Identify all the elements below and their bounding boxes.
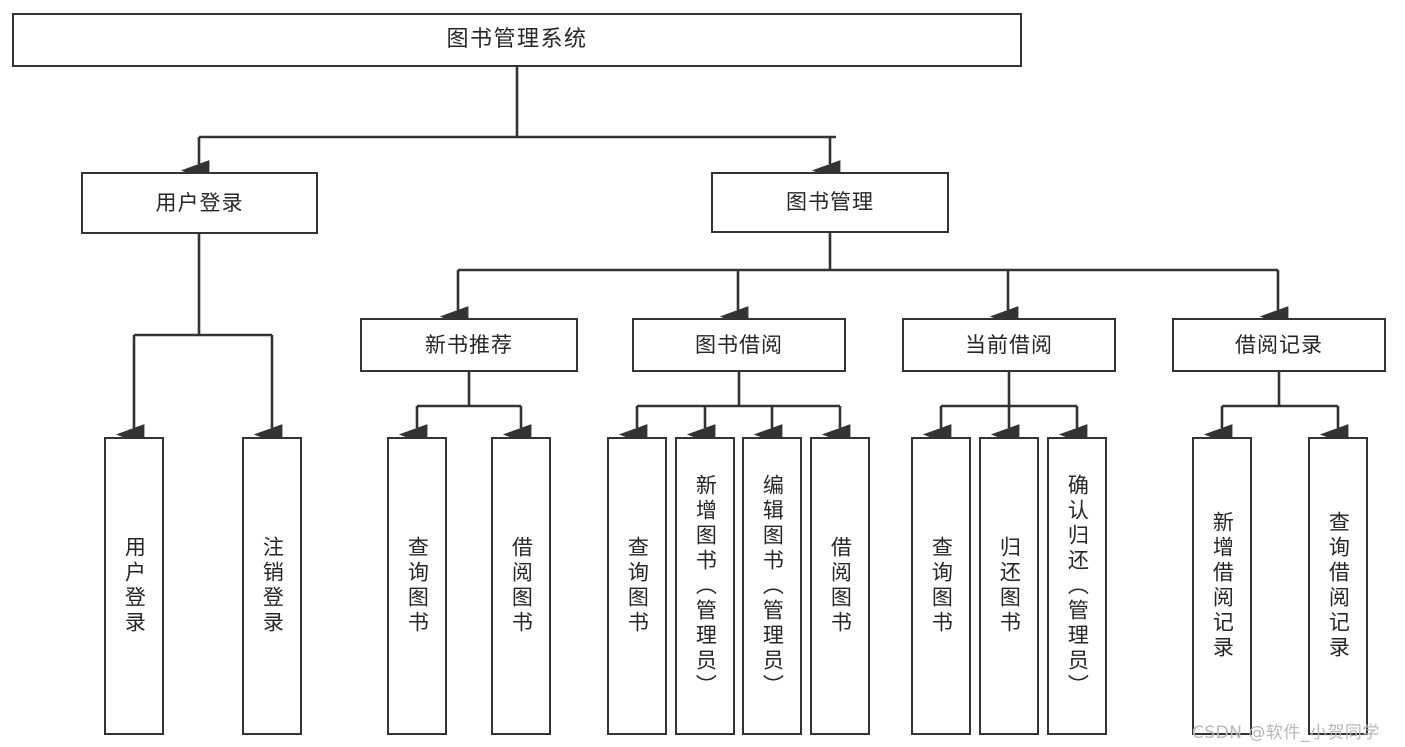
leaf-user-login-login-label: 用户登录 bbox=[122, 536, 147, 636]
node-borrow-record[interactable]: 借阅记录 bbox=[1172, 318, 1386, 372]
leaf-borrow-record-add[interactable]: 新增借阅记录 bbox=[1192, 437, 1252, 735]
leaf-current-borrow-return-label: 归还图书 bbox=[997, 536, 1022, 636]
leaf-book-borrow-edit[interactable]: 编辑图书（管理员） bbox=[742, 437, 802, 735]
node-new-book-recommend[interactable]: 新书推荐 bbox=[360, 318, 578, 372]
node-current-borrow[interactable]: 当前借阅 bbox=[902, 318, 1116, 372]
watermark-text: CSDN @软件_小贺同学 bbox=[1192, 723, 1380, 743]
leaf-current-borrow-query[interactable]: 查询图书 bbox=[911, 437, 971, 735]
leaf-current-borrow-return[interactable]: 归还图书 bbox=[979, 437, 1039, 735]
node-borrow-record-label: 借阅记录 bbox=[1235, 332, 1323, 357]
leaf-new-book-query[interactable]: 查询图书 bbox=[387, 437, 447, 735]
leaf-user-login-logout[interactable]: 注销登录 bbox=[242, 437, 302, 735]
leaf-current-borrow-confirm-label: 确认归还（管理员） bbox=[1065, 473, 1090, 699]
node-book-borrow[interactable]: 图书借阅 bbox=[632, 318, 846, 372]
leaf-book-borrow-query-label: 查询图书 bbox=[625, 536, 650, 636]
node-book-borrow-label: 图书借阅 bbox=[695, 332, 783, 357]
leaf-book-borrow-borrow-label: 借阅图书 bbox=[828, 536, 853, 636]
leaf-current-borrow-query-label: 查询图书 bbox=[929, 536, 954, 636]
node-user-login[interactable]: 用户登录 bbox=[81, 172, 318, 234]
node-book-management-label: 图书管理 bbox=[786, 190, 874, 215]
leaf-new-book-borrow-label: 借阅图书 bbox=[509, 536, 534, 636]
leaf-borrow-record-add-label: 新增借阅记录 bbox=[1210, 511, 1235, 661]
node-root-label: 图书管理系统 bbox=[446, 27, 588, 53]
node-current-borrow-label: 当前借阅 bbox=[965, 332, 1053, 357]
node-user-login-label: 用户登录 bbox=[155, 190, 244, 215]
leaf-book-borrow-query[interactable]: 查询图书 bbox=[607, 437, 667, 735]
leaf-book-borrow-borrow[interactable]: 借阅图书 bbox=[810, 437, 870, 735]
leaf-book-borrow-add[interactable]: 新增图书（管理员） bbox=[675, 437, 735, 735]
leaf-user-login-login[interactable]: 用户登录 bbox=[104, 437, 164, 735]
leaf-book-borrow-add-label: 新增图书（管理员） bbox=[693, 473, 718, 699]
leaf-book-borrow-edit-label: 编辑图书（管理员） bbox=[760, 473, 785, 699]
leaf-borrow-record-query[interactable]: 查询借阅记录 bbox=[1308, 437, 1368, 735]
leaf-new-book-borrow[interactable]: 借阅图书 bbox=[491, 437, 551, 735]
node-book-management[interactable]: 图书管理 bbox=[711, 172, 949, 233]
node-root[interactable]: 图书管理系统 bbox=[12, 13, 1022, 67]
leaf-current-borrow-confirm[interactable]: 确认归还（管理员） bbox=[1047, 437, 1107, 735]
leaf-user-login-logout-label: 注销登录 bbox=[260, 536, 285, 636]
node-new-book-recommend-label: 新书推荐 bbox=[425, 332, 513, 357]
leaf-borrow-record-query-label: 查询借阅记录 bbox=[1326, 511, 1351, 661]
leaf-new-book-query-label: 查询图书 bbox=[405, 536, 430, 636]
